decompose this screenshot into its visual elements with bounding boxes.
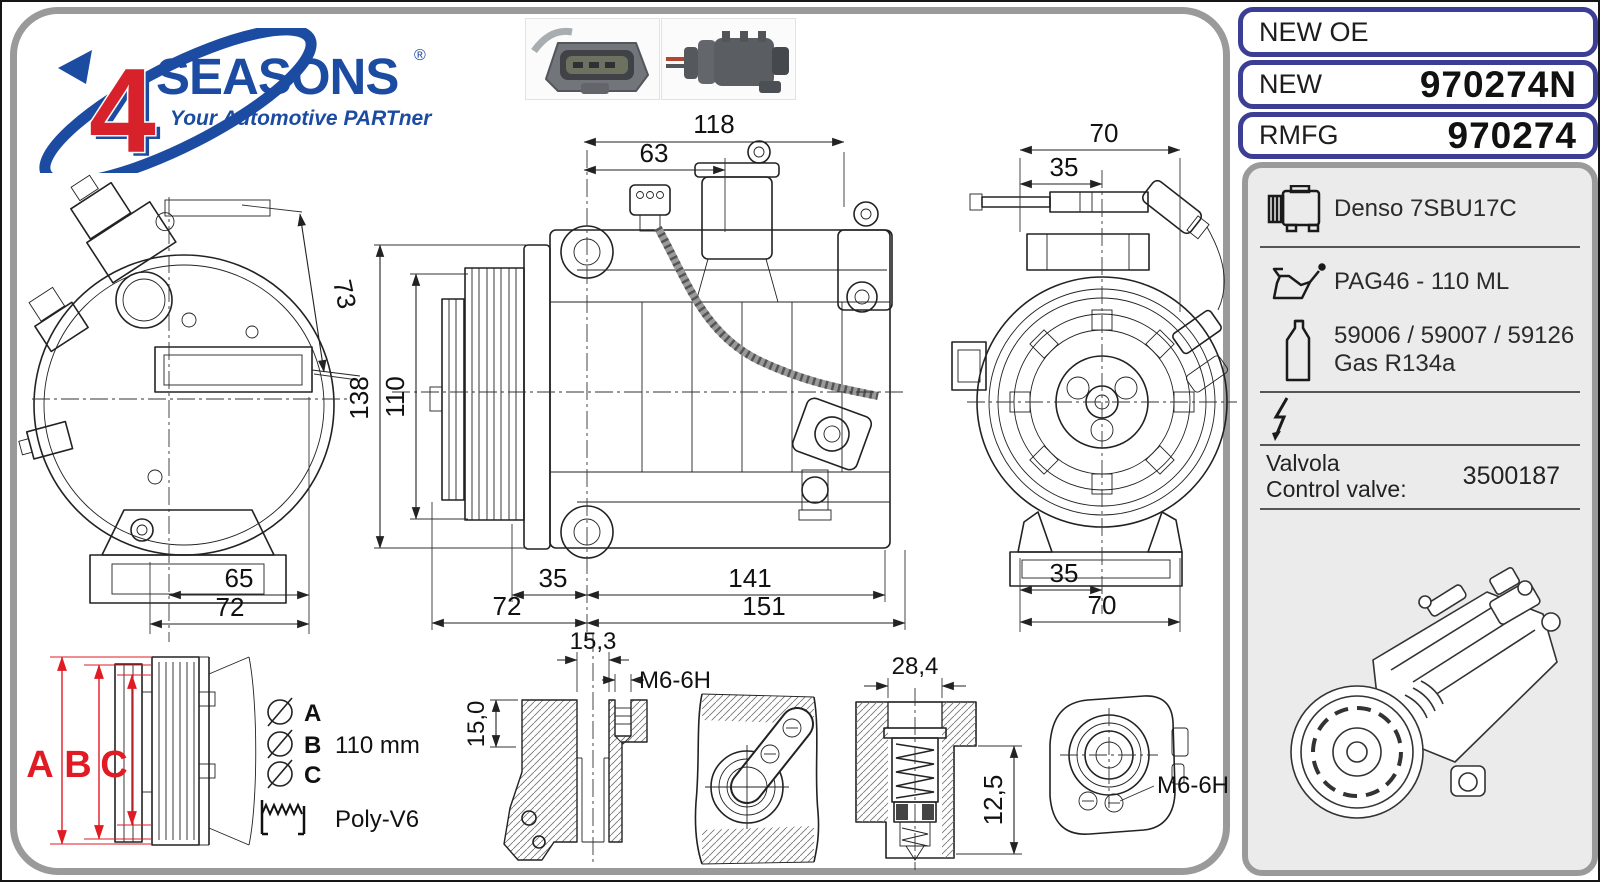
oil-bottle-icon	[1262, 318, 1334, 382]
new-part-number: 970274N	[1419, 63, 1577, 105]
compressor-icon	[1262, 185, 1334, 233]
valve-part-number: 3500187	[1462, 461, 1560, 490]
compressor-isometric-icon	[1290, 566, 1561, 819]
spec-separator	[1260, 391, 1580, 394]
product-photo	[1248, 510, 1592, 870]
spec-separator	[1260, 246, 1580, 249]
rmfg-part-number: 970274	[1447, 114, 1577, 156]
oe-label: NEW OE	[1259, 16, 1369, 47]
brand-logo: 4 4 SEASONS ® Your Automotive PARTner	[28, 24, 438, 188]
registered-mark: ®	[414, 47, 426, 64]
spec-separator	[1260, 444, 1580, 446]
logo-tagline: Your Automotive PARTner	[170, 107, 433, 130]
oil-codes: 59006 / 59007 / 59126	[1334, 322, 1575, 350]
new-label: NEW	[1259, 69, 1322, 99]
connector-photo-side	[661, 18, 796, 100]
logo-digit: 4	[89, 44, 156, 173]
oil-can-icon	[1262, 260, 1334, 304]
flat-connector-icon	[531, 27, 649, 94]
lightning-icon	[1262, 396, 1322, 442]
electric-row	[1248, 393, 1592, 444]
spec-separator	[1260, 508, 1580, 510]
compressor-type: Denso 7SBU17C	[1334, 195, 1517, 223]
cylindrical-connector-icon	[666, 31, 789, 93]
four-seasons-logo-icon: 4 4 SEASONS ® Your Automotive PARTner	[39, 24, 433, 188]
control-valve-row: Valvola Control valve: 3500187	[1248, 446, 1592, 508]
swoosh-arrow-icon	[58, 50, 92, 84]
valve-label-en: Control valve:	[1266, 476, 1407, 502]
compressor-type-row: Denso 7SBU17C	[1248, 172, 1592, 246]
logo-digit-shadow: 4	[94, 48, 161, 173]
oil-row: PAG46 - 110 ML	[1248, 254, 1592, 309]
spec-panel: Denso 7SBU17C PAG46 - 110 ML	[1242, 162, 1598, 876]
rmfg-number-box: RMFG 970274	[1238, 112, 1598, 159]
logo-wordmark: SEASONS	[156, 48, 398, 105]
oe-number-box: NEW OE	[1238, 7, 1598, 57]
oil-spec: PAG46 - 110 ML	[1334, 267, 1510, 295]
oil-bottle-row: 59006 / 59007 / 59126 Gas R134a	[1248, 309, 1592, 391]
rmfg-label: RMFG	[1259, 120, 1339, 150]
connector-photo-front	[525, 18, 660, 100]
gas-type: Gas R134a	[1334, 350, 1456, 378]
valve-label-it: Valvola	[1266, 450, 1340, 476]
new-number-box: NEW 970274N	[1238, 60, 1598, 109]
